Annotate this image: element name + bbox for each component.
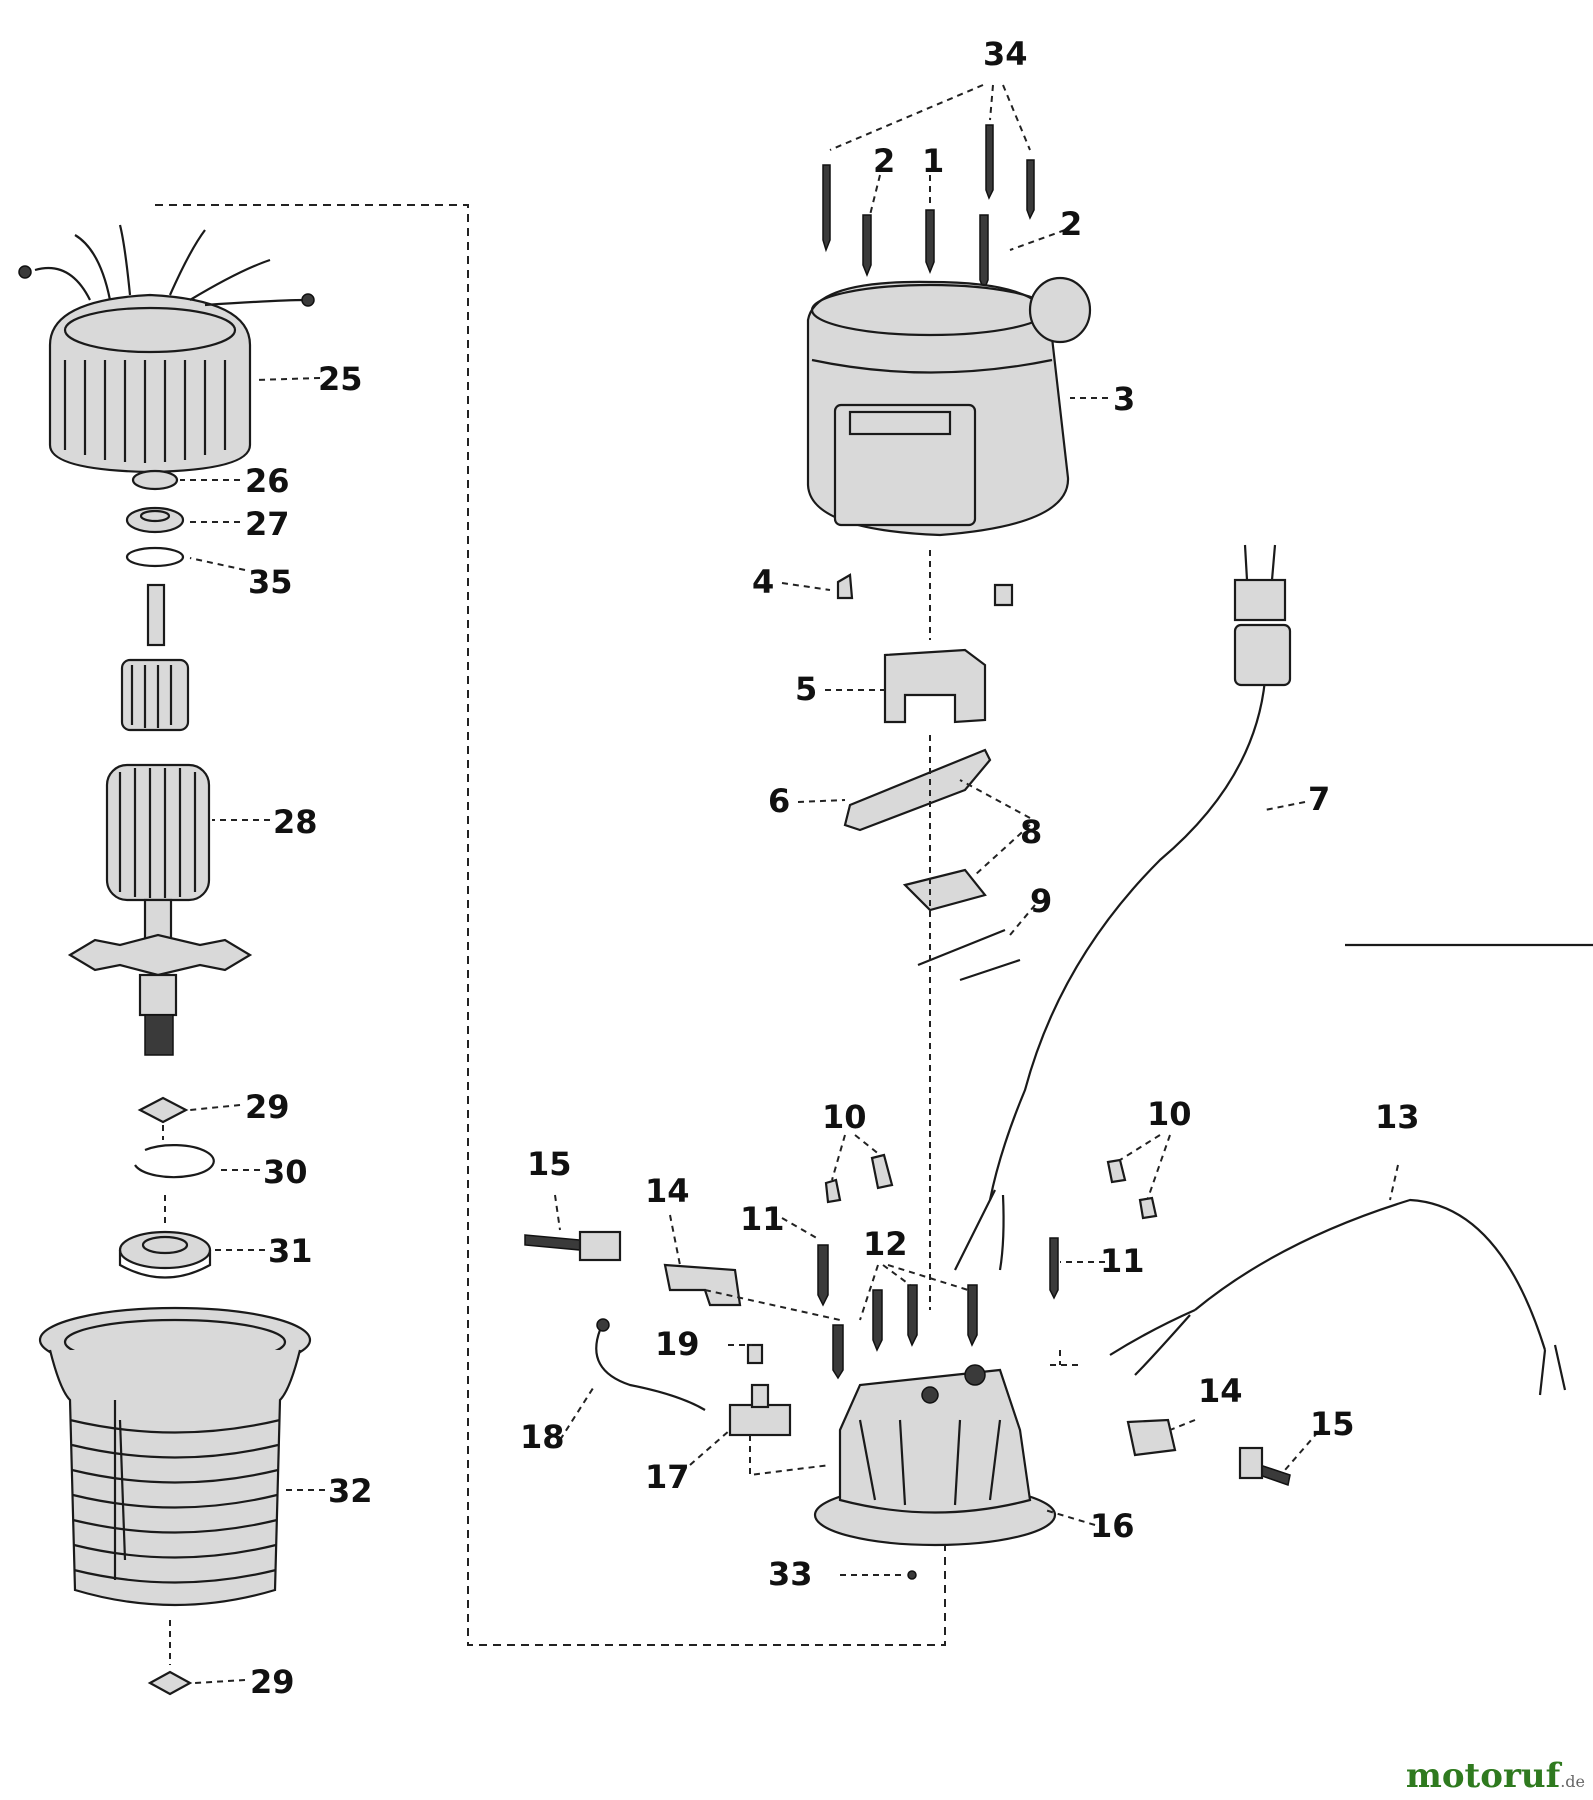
callout-27: 27 — [245, 505, 290, 543]
switch-17-part — [728, 1403, 792, 1437]
bearing-27-part — [125, 506, 185, 534]
callout-10b: 10 — [1147, 1095, 1192, 1133]
bracket-14-part — [663, 1263, 742, 1307]
callout-labels: 34 2 1 2 3 4 5 6 7 8 9 10 10 13 15 14 11… — [245, 35, 1420, 1701]
callout-5: 5 — [795, 670, 817, 708]
callout-26: 26 — [245, 462, 290, 500]
washer-26-part — [131, 469, 179, 491]
terminal-10-part — [824, 1153, 894, 1204]
callout-2b: 2 — [1060, 205, 1082, 243]
screws-11-12-part — [817, 1237, 1059, 1380]
clip-4-part — [836, 573, 854, 600]
callout-31: 31 — [268, 1232, 313, 1270]
contact-8-part — [902, 868, 987, 912]
field-stator-part — [18, 224, 315, 474]
callout-30: 30 — [263, 1153, 308, 1191]
callout-32: 32 — [328, 1472, 373, 1510]
cable-13-part — [1109, 1198, 1567, 1396]
plate-6-part — [843, 748, 992, 832]
callout-35: 35 — [248, 563, 293, 601]
watermark-brand: motoruf — [1405, 1756, 1561, 1796]
watermark-suffix: .de — [1560, 1772, 1585, 1791]
retaining-clip-29-part — [137, 1096, 189, 1124]
callout-8: 8 — [1020, 813, 1042, 851]
callout-28: 28 — [273, 803, 318, 841]
wire-18-part — [595, 1329, 706, 1411]
callout-25: 25 — [318, 360, 363, 398]
screw-33-part — [907, 1570, 917, 1580]
callout-12: 12 — [863, 1225, 908, 1263]
bracket-14b-part — [1126, 1418, 1177, 1457]
spring-wire-9-part — [917, 928, 1021, 982]
motor-housing-32-part — [38, 1306, 312, 1607]
brush-cap-15-part — [578, 1230, 622, 1262]
watermark-logo: motoruf.de — [1406, 1756, 1585, 1796]
bearing-31-part — [118, 1230, 212, 1279]
callout-6: 6 — [768, 782, 790, 820]
brush-holder-5-part — [883, 648, 987, 724]
clip-4b-part — [993, 583, 1014, 607]
armature-28-part — [67, 583, 253, 1056]
callout-13: 13 — [1375, 1098, 1420, 1136]
callout-3: 3 — [1113, 380, 1135, 418]
base-16-part — [813, 1364, 1057, 1547]
brush-cap-15b-part — [1238, 1446, 1264, 1480]
callout-16: 16 — [1090, 1507, 1135, 1545]
retaining-clip-29b-part — [147, 1670, 193, 1696]
callout-14: 14 — [645, 1172, 690, 1210]
callout-11: 11 — [740, 1200, 785, 1238]
callout-29: 29 — [245, 1088, 290, 1126]
callout-10: 10 — [822, 1098, 867, 1136]
upper-housing-3-part — [806, 276, 1092, 537]
leader-lines — [180, 84, 1399, 1684]
callout-7: 7 — [1308, 780, 1330, 818]
callout-33: 33 — [768, 1555, 813, 1593]
callout-29b: 29 — [250, 1663, 295, 1701]
callout-2: 2 — [873, 142, 895, 180]
callout-11b: 11 — [1100, 1242, 1145, 1280]
callout-19: 19 — [655, 1325, 700, 1363]
callout-15: 15 — [527, 1145, 572, 1183]
assembly-connection-line — [155, 204, 946, 1646]
callout-14b: 14 — [1198, 1372, 1243, 1410]
callout-9: 9 — [1030, 882, 1052, 920]
callout-4: 4 — [752, 563, 774, 601]
knob-19-part — [746, 1343, 764, 1365]
callout-1: 1 — [922, 142, 944, 180]
callout-34: 34 — [983, 35, 1028, 73]
circlip-30-part — [134, 1144, 215, 1179]
callout-17: 17 — [645, 1458, 690, 1496]
callout-18: 18 — [520, 1418, 565, 1456]
terminal-10b-part — [1106, 1158, 1158, 1220]
screws-34-1-2-part — [822, 124, 1035, 293]
spring-washer-35-part — [125, 546, 185, 568]
brush-15-part — [524, 1234, 581, 1251]
callout-15b: 15 — [1310, 1405, 1355, 1443]
power-cord-7-part — [954, 544, 1292, 1271]
